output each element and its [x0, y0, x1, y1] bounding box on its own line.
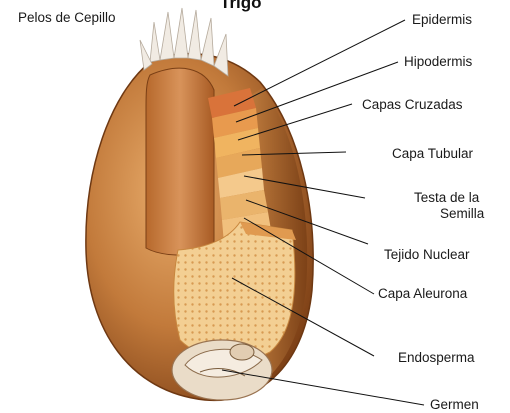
label-hypodermis: Hipodermis: [404, 54, 472, 69]
label-seed-coat-line1: Testa de la: [414, 190, 479, 205]
label-endosperm: Endosperma: [398, 350, 475, 365]
label-germ: Germen: [430, 397, 479, 412]
label-nucellar-tissue: Tejido Nuclear: [384, 247, 470, 262]
label-tube-layer: Capa Tubular: [392, 146, 473, 161]
label-brush-hairs: Pelos de Cepillo: [18, 10, 116, 25]
front-lobe: [146, 68, 214, 255]
label-aleurone-layer: Capa Aleurona: [378, 286, 467, 301]
label-epidermis: Epidermis: [412, 12, 472, 27]
label-seed-coat-line2: Semilla: [440, 206, 484, 221]
label-cross-layers: Capas Cruzadas: [362, 97, 463, 112]
